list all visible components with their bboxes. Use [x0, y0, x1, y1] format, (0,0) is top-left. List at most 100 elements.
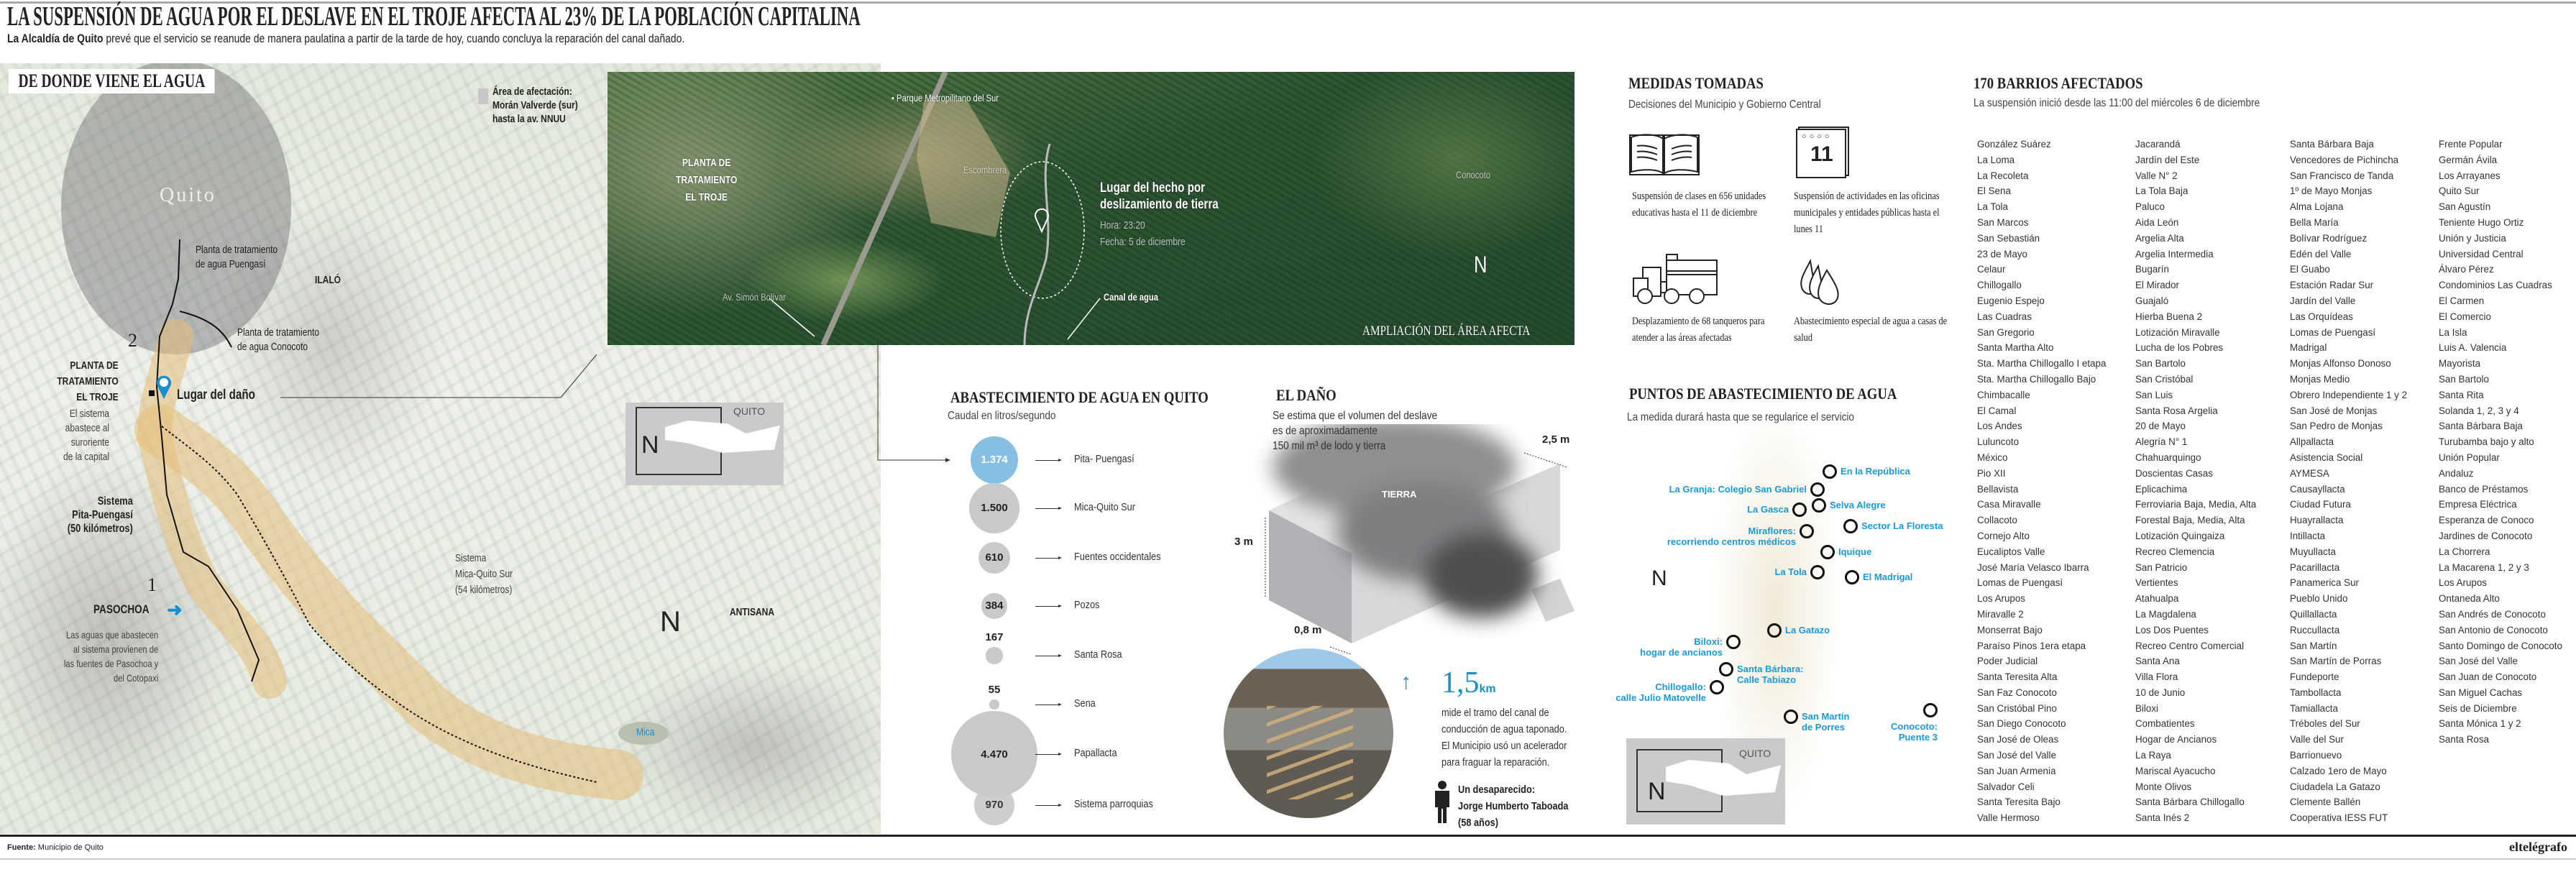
- formwork: [1267, 706, 1353, 799]
- barrio-item: La Macarena 1, 2 y 3: [2439, 561, 2529, 573]
- barrio-item: Tambollacta: [2290, 687, 2342, 698]
- quito-label: Quito: [160, 184, 216, 206]
- barrio-item: Guajaló: [2135, 295, 2169, 306]
- barrio-item: Lotización Miravalle: [2135, 326, 2220, 338]
- barrio-item: Valle del Sur: [2290, 734, 2344, 745]
- barrio-item: Banco de Préstamos: [2439, 483, 2529, 495]
- mica-label: Mica: [636, 726, 655, 738]
- barrio-item: Jacarandá: [2135, 139, 2181, 150]
- barrio-item: Frente Popular: [2439, 139, 2503, 150]
- barrio-item: Valle N° 2: [2135, 170, 2178, 181]
- barrio-item: Andaluz: [2439, 467, 2474, 479]
- arrow-icon: [1035, 753, 1062, 756]
- barrio-item: Ciudad Futura: [2290, 499, 2351, 510]
- barrio-item: Barrionuevo: [2290, 750, 2342, 761]
- supply-point-label: Selva Alegre: [1830, 500, 1886, 510]
- av-simon-bolivar-label: Av. Simón Bolívar: [723, 291, 786, 303]
- bubble-value: 610: [985, 551, 1004, 564]
- barrio-item: Argelia Intermedia: [2135, 248, 2214, 260]
- bubble-value: 970: [985, 799, 1004, 812]
- barrio-item: Huayrallacta: [2290, 515, 2344, 526]
- puntos-subtitle: La medida durará hasta que se regularice…: [1627, 411, 1855, 423]
- barrio-item: Santa Mónica 1 y 2: [2439, 718, 2521, 730]
- barrio-item: San Diego Conocoto: [1977, 718, 2066, 730]
- footer-rule: [0, 858, 2576, 860]
- barrio-item: Santa Bárbara Chillogallo: [2135, 797, 2245, 808]
- barrio-item: San Juan de Conocoto: [2439, 671, 2537, 683]
- source-label: Fuente:: [7, 843, 36, 852]
- barrio-item: San Miguel Cachas: [2439, 687, 2523, 698]
- barrio-item: Villa Flora: [2135, 671, 2178, 683]
- barrio-item: Poder Judicial: [1977, 656, 2038, 667]
- barrio-item: Argelia Alta: [2135, 232, 2184, 244]
- barrio-item: San Francisco de Tanda: [2290, 170, 2394, 181]
- supply-point-marker: [1812, 498, 1826, 513]
- bubble-category: Fuentes occidentales: [1074, 551, 1161, 563]
- arrow-icon: [1035, 804, 1062, 807]
- barrio-item: Santa Ana: [2135, 656, 2180, 667]
- pasochoa-label: PASOCHOA: [93, 602, 150, 616]
- barrio-item: José María Velasco Ibarra: [1977, 561, 2089, 573]
- escombrera-label: Escombrera: [963, 164, 1007, 175]
- arrow-icon: [1035, 605, 1062, 607]
- barrio-item: La Isla: [2439, 326, 2467, 338]
- barrio-item: La Tola Baja: [2135, 185, 2188, 197]
- barrio-item: San Antonio de Conocoto: [2439, 624, 2548, 635]
- barrio-item: San Cristóbal: [2135, 373, 2194, 385]
- barrio-item: Estación Radar Sur: [2290, 280, 2374, 291]
- barrio-item: Recreo Clemencia: [2135, 546, 2215, 557]
- mica-lake: [618, 722, 669, 745]
- marker-number-2: 2: [128, 330, 137, 351]
- barrio-item: San Faz Conocoto: [1977, 687, 2057, 698]
- chart-subtitle: Caudal en litros/segundo: [948, 410, 1056, 422]
- subtitle-bold: La Alcaldía de Quito: [7, 32, 104, 45]
- barrio-item: Luluncoto: [1977, 436, 2020, 448]
- water-drops-icon: [1800, 259, 1839, 305]
- medida-item: Desplazamiento de 68 tanqueros para aten…: [1632, 316, 1765, 344]
- medidas-title: MEDIDAS TOMADAS: [1628, 74, 1764, 92]
- barrio-item: Monte Olivos: [2135, 781, 2192, 792]
- depth-dimension: 0,8 m: [1294, 624, 1322, 636]
- barrio-item: San Cristóbal Pino: [1977, 702, 2057, 714]
- barrio-item: Eplicachima: [2135, 483, 2188, 495]
- barrio-item: San Juan Armenia: [1977, 765, 2056, 776]
- supply-point-marker: [1800, 524, 1814, 538]
- conocoto-label: Conocoto: [1456, 169, 1490, 180]
- brand-logo: eltelégrafo: [2509, 840, 2567, 854]
- barrio-item: Santo Domingo de Conocoto: [2439, 640, 2562, 651]
- inset-label: QUITO: [1739, 748, 1771, 759]
- barrio-item: Intillacta: [2290, 530, 2326, 541]
- bubble-category: Pita- Puengasí: [1074, 453, 1135, 465]
- barrio-item: Jardines de Conocoto: [2439, 530, 2533, 541]
- barrio-item: Salvador Celi: [1977, 781, 2035, 792]
- barrio-item: Pacarillacta: [2290, 561, 2340, 573]
- source-value: Municipio de Quito: [35, 843, 104, 852]
- supply-point-marker: [1767, 623, 1782, 638]
- ilalo-label: ILALÓ: [315, 274, 341, 286]
- supply-point-label: La Gasca: [1747, 504, 1789, 515]
- incident-date: Fecha: 5 de diciembre: [1100, 236, 1186, 248]
- puntos-title: PUNTOS DE ABASTECIMIENTO DE AGUA: [1629, 385, 1897, 403]
- barrio-item: Combatientes: [2135, 718, 2195, 730]
- barrio-item: Biloxi: [2135, 702, 2158, 714]
- barrio-item: Santa Bárbara Baja: [2439, 421, 2523, 432]
- bubble-category: Pozos: [1074, 599, 1100, 611]
- barrio-item: Lomas de Puengasí: [1977, 577, 2063, 589]
- calendar-rings-icon: ○○○○: [1802, 132, 1833, 141]
- location-pin-icon[interactable]: [155, 374, 173, 400]
- barrios-subtitle: La suspensión inició desde las 11:00 del…: [1974, 97, 2260, 109]
- barrio-item: Luis A. Valencia: [2439, 342, 2507, 354]
- arrow-icon: [1035, 507, 1062, 510]
- barrio-item: San José del Valle: [2439, 656, 2518, 667]
- barrio-item: Monserrat Bajo: [1977, 624, 2043, 635]
- barrio-item: Santa Rita: [2439, 389, 2484, 400]
- supply-point-marker: [1784, 710, 1798, 724]
- barrio-item: Cornejo Alto: [1977, 530, 2030, 541]
- arrow-icon: [1035, 556, 1062, 559]
- barrio-item: Tamiallacta: [2290, 702, 2338, 714]
- page-title: LA SUSPENSIÓN DE AGUA POR EL DESLAVE EN …: [7, 1, 861, 32]
